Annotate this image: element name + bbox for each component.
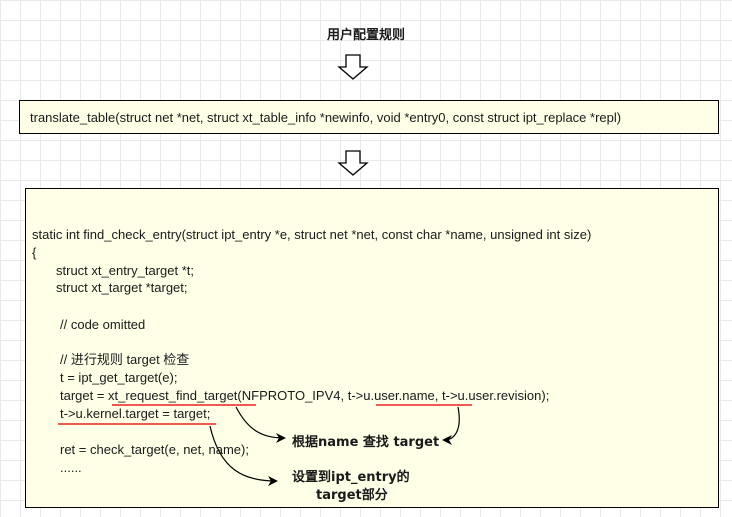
note-find-by-name: 根据name 查找 target [292,435,440,450]
connector-arrow [235,406,286,443]
code-line-open-brace: { [32,245,37,260]
note-set-entry-line2: target部分 [316,488,388,503]
translate-table-signature: translate_table(struct net *net, struct … [30,110,622,125]
code-line-find-target: target = xt_request_find_target(NFPROTO_… [60,388,550,403]
code-line-ellipsis: ...... [60,460,82,475]
code-line-comment-omitted: // code omitted [60,317,146,332]
down-arrow-icon [337,54,369,80]
connector-arrow [442,406,460,445]
connector-arrow [209,425,278,486]
code-line-kernel-target: t->u.kernel.target = target; [60,406,211,421]
code-line-comment-check: // 进行规则 target 检查 [60,352,190,367]
find-check-entry-box [25,188,719,508]
down-arrow-icon [337,150,369,176]
code-line-decl-t: struct xt_entry_target *t; [56,263,195,278]
code-line-decl-target: struct xt_target *target; [56,280,188,295]
code-line-check-target: ret = check_target(e, net, name); [60,442,249,457]
code-line-get-target: t = ipt_get_target(e); [60,370,178,385]
code-line-signature: static int find_check_entry(struct ipt_e… [32,227,592,242]
diagram-title: 用户配置规则 [326,28,405,43]
translate-table-box: translate_table(struct net *net, struct … [19,100,719,134]
note-set-entry-line1: 设置到ipt_entry的 [292,470,410,485]
